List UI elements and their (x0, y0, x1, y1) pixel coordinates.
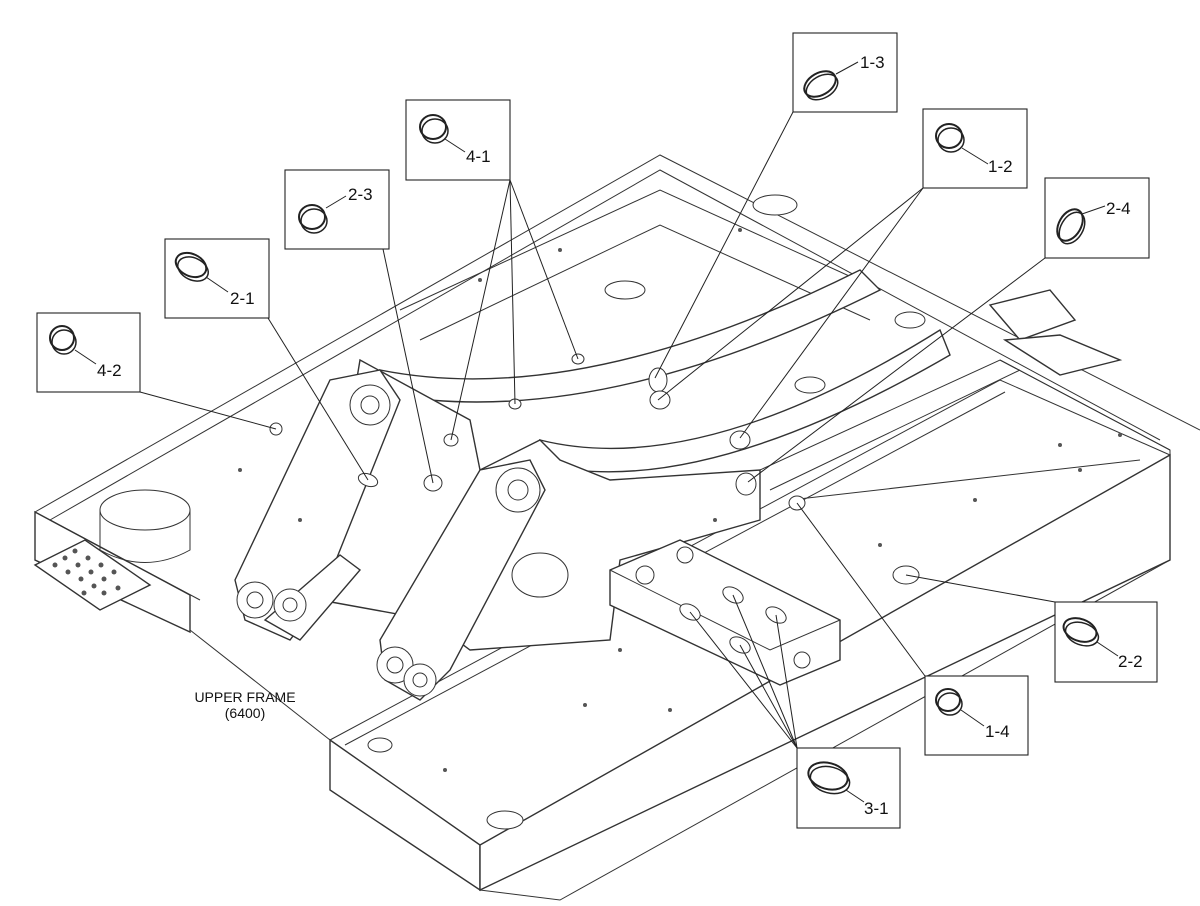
frame-name: UPPER FRAME (194, 689, 295, 705)
callout-label: 2-3 (348, 185, 373, 204)
callout-label: 1-3 (860, 53, 885, 72)
callout-label: 1-2 (988, 157, 1013, 176)
callout-label: 2-2 (1118, 652, 1143, 671)
grommet-oval-icon (1062, 617, 1100, 647)
callout-label: 2-1 (230, 289, 255, 308)
leader-lines (139, 111, 1056, 749)
callout-label: 4-2 (97, 361, 122, 380)
callout-2-3[interactable]: 2-3 (284, 169, 390, 250)
grommet-oval-icon (803, 70, 839, 101)
grommet-round-icon (298, 204, 328, 234)
callout-3-1[interactable]: 3-1 (796, 747, 901, 829)
grommet-round-icon (935, 123, 965, 153)
grommet-round-icon (419, 114, 449, 144)
frame-caption: UPPER FRAME (6400) (194, 689, 295, 721)
grommet-round-icon (935, 688, 963, 716)
callout-label: 4-1 (466, 147, 491, 166)
grommet-oval-icon (807, 761, 851, 795)
callout-1-2[interactable]: 1-2 (922, 108, 1028, 189)
grommet-round-icon (49, 325, 77, 355)
callout-2-2[interactable]: 2-2 (1054, 601, 1158, 683)
grommet-oval-icon (174, 251, 209, 282)
upper-frame-drawing (33, 154, 1200, 901)
callout-label: 3-1 (864, 799, 889, 818)
callout-4-1[interactable]: 4-1 (405, 99, 511, 181)
callout-1-3[interactable]: 1-3 (792, 32, 898, 113)
callout-label: 2-4 (1106, 199, 1131, 218)
callout-1-4[interactable]: 1-4 (924, 675, 1029, 756)
callout-2-4[interactable]: 2-4 (1044, 177, 1150, 259)
frame-code: (6400) (225, 705, 265, 721)
callout-2-1[interactable]: 2-1 (164, 238, 270, 319)
grommet-oval-icon (1056, 208, 1086, 245)
callout-4-2[interactable]: 4-2 (36, 312, 141, 393)
callout-label: 1-4 (985, 722, 1010, 741)
